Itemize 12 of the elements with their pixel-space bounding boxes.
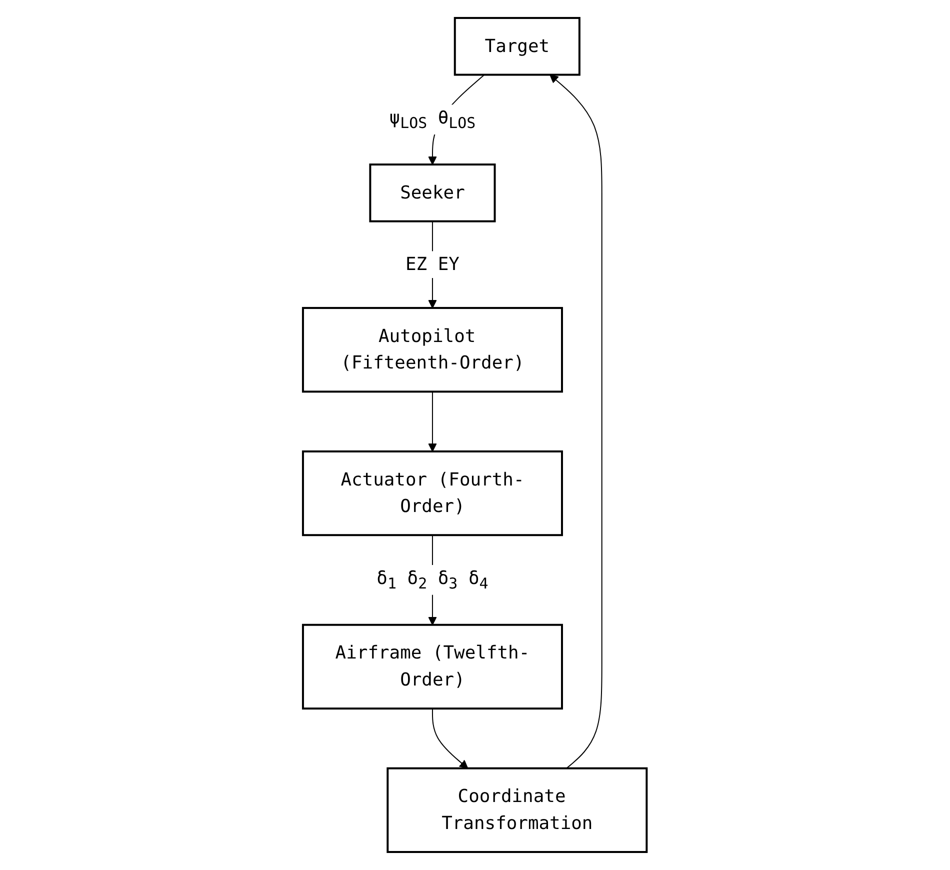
node-box: Target	[454, 17, 581, 76]
node-box: Actuator (Fourth-Order)	[302, 450, 564, 536]
node-box: Airframe (Twelfth-Order)	[302, 624, 564, 710]
edge-label: EZ EY	[406, 254, 460, 276]
arrow	[432, 708, 468, 769]
node-box: Autopilot (Fifteenth-Order)	[302, 306, 564, 393]
edge-label: δ$_{1}$ δ$_{2}$ δ$_{3}$ δ$_{4}$	[376, 568, 488, 592]
node-box: Seeker	[369, 164, 496, 222]
arrow	[428, 391, 438, 452]
arrow	[550, 74, 602, 769]
node-box: Coordinate Transformation	[386, 767, 648, 853]
edge-label: ψ$_{LOS}$ θ$_{LOS}$	[389, 108, 476, 132]
